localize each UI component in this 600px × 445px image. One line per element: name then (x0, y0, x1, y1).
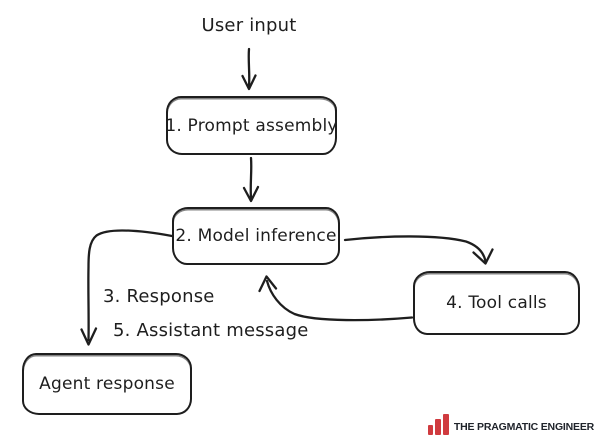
node-tool-calls: 4. Tool calls (413, 271, 580, 335)
edge-label-response: 3. Response (103, 286, 215, 307)
node-user-input: User input (201, 15, 297, 36)
edge-label-assistant-message: 5. Assistant message (113, 320, 309, 341)
node-agent-response-label: Agent response (39, 374, 175, 394)
node-model-inference: 2. Model inference (172, 207, 340, 265)
node-prompt-assembly-label: 1. Prompt assembly (165, 115, 338, 136)
bar-chart-icon (427, 414, 449, 436)
arrow-model-inference-to-tool-calls (343, 235, 494, 265)
node-agent-response: Agent response (22, 353, 192, 415)
arrow-prompt-assembly-to-model-inference (242, 156, 260, 203)
node-prompt-assembly: 1. Prompt assembly (165, 96, 338, 155)
node-model-inference-label: 2. Model inference (175, 226, 337, 246)
arrow-tool-calls-to-model-inference (258, 275, 414, 322)
arrow-user-input-to-prompt-assembly (241, 47, 257, 91)
brand-logo: THE PRAGMATIC ENGINEER (427, 414, 594, 436)
node-tool-calls-label: 4. Tool calls (446, 293, 547, 313)
brand-name: THE PRAGMATIC ENGINEER (453, 420, 594, 433)
